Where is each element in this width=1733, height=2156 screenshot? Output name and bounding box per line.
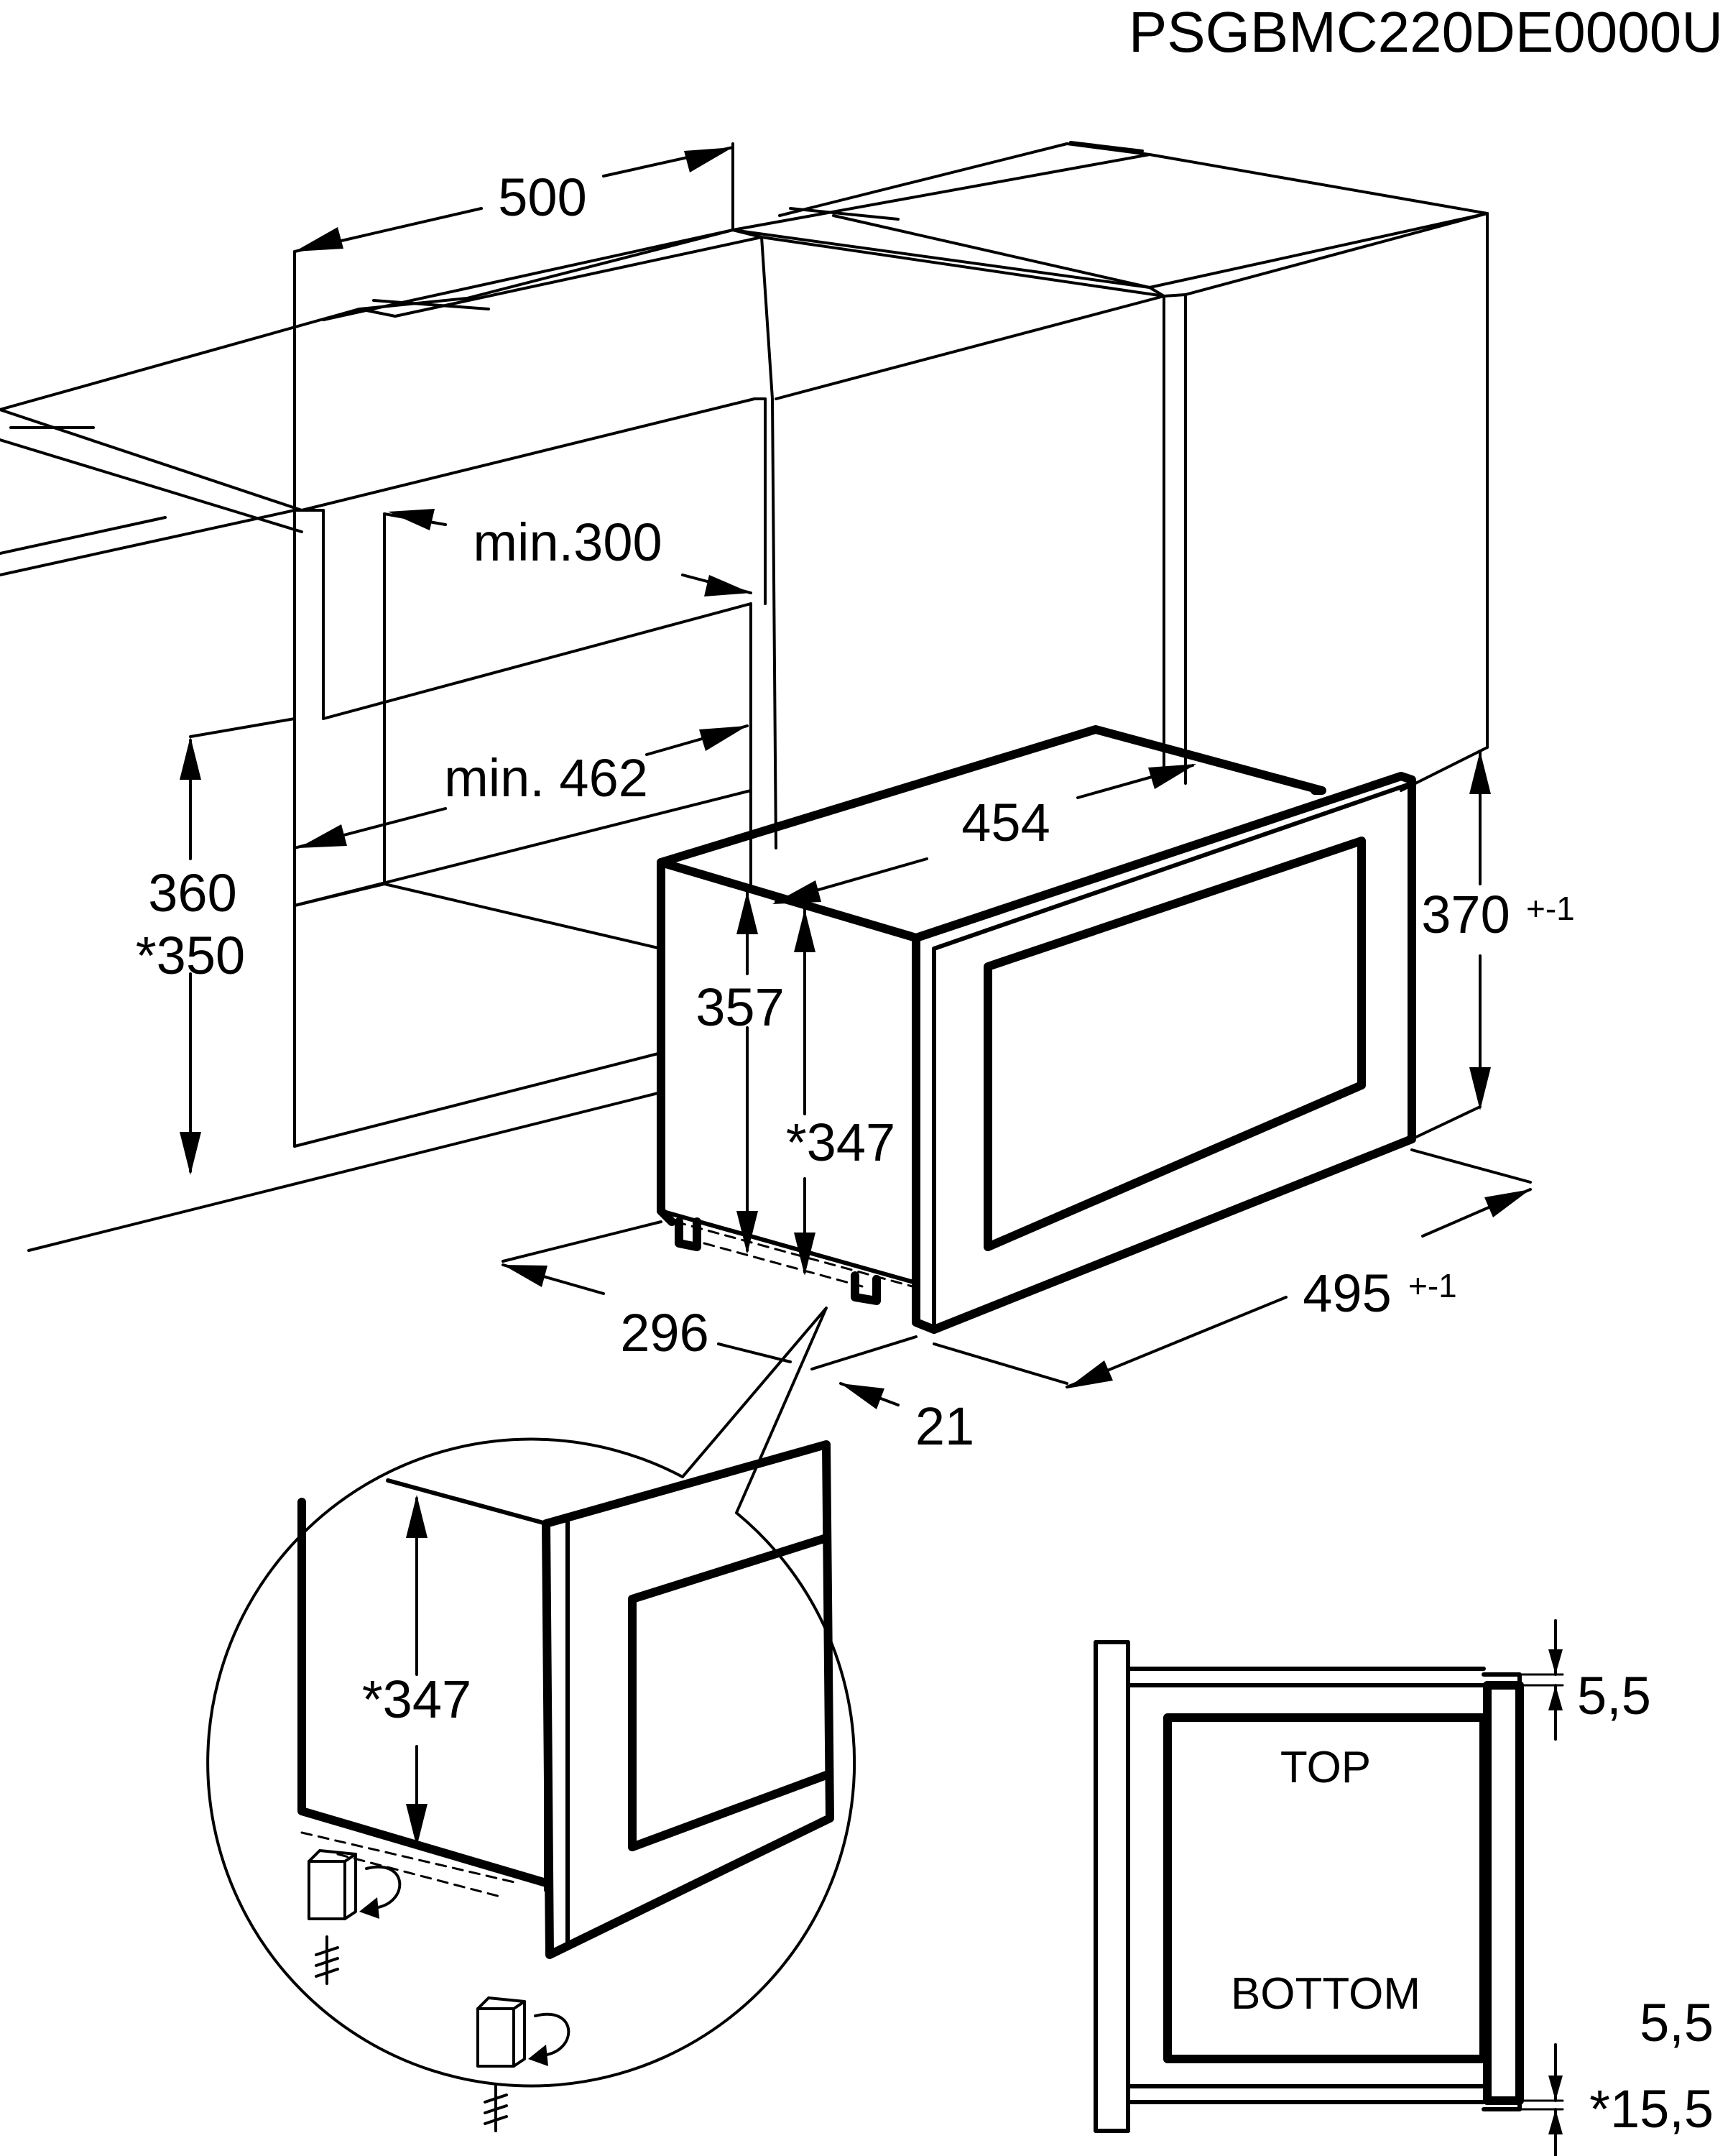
label-360: 360 — [148, 863, 236, 923]
label-370: 370 — [1421, 885, 1510, 944]
label-min-462: min. 462 — [444, 748, 648, 808]
label-top: TOP — [1280, 1743, 1371, 1792]
microwave-appliance — [657, 725, 1416, 1334]
detail-callout — [206, 1307, 856, 2132]
front-view-labels: TOP BOTTOM 5,5 5,5 *15,5 — [1231, 1666, 1714, 2139]
label-347-alt: *347 — [786, 1112, 895, 1172]
label-top-gap: 5,5 — [1577, 1666, 1651, 1726]
kitchen-cabinet — [0, 141, 1489, 1252]
label-370-tolerance: +-1 — [1526, 890, 1575, 927]
label-495: 495 — [1303, 1263, 1391, 1323]
label-min-300: min.300 — [473, 512, 662, 572]
dimension-lines — [180, 142, 1532, 1409]
front-view — [1094, 1619, 1564, 2156]
label-bottom-gap: 5,5 — [1640, 1993, 1714, 2053]
label-454: 454 — [961, 793, 1050, 852]
label-detail-347: *347 — [362, 1669, 471, 1729]
model-code: PSGBMC220DE0000U — [1129, 0, 1723, 64]
label-bottom: BOTTOM — [1231, 1969, 1420, 2019]
dimension-labels: 500 min.300 min. 462 360 *350 454 357 *3… — [136, 167, 1575, 1729]
label-350-alt: *350 — [136, 926, 245, 985]
label-500: 500 — [498, 167, 586, 227]
label-495-tolerance: +-1 — [1408, 1267, 1457, 1304]
label-357: 357 — [695, 977, 784, 1037]
label-21: 21 — [915, 1396, 974, 1456]
label-bottom-gap-alt: *15,5 — [1589, 2079, 1714, 2139]
label-296: 296 — [620, 1303, 708, 1363]
